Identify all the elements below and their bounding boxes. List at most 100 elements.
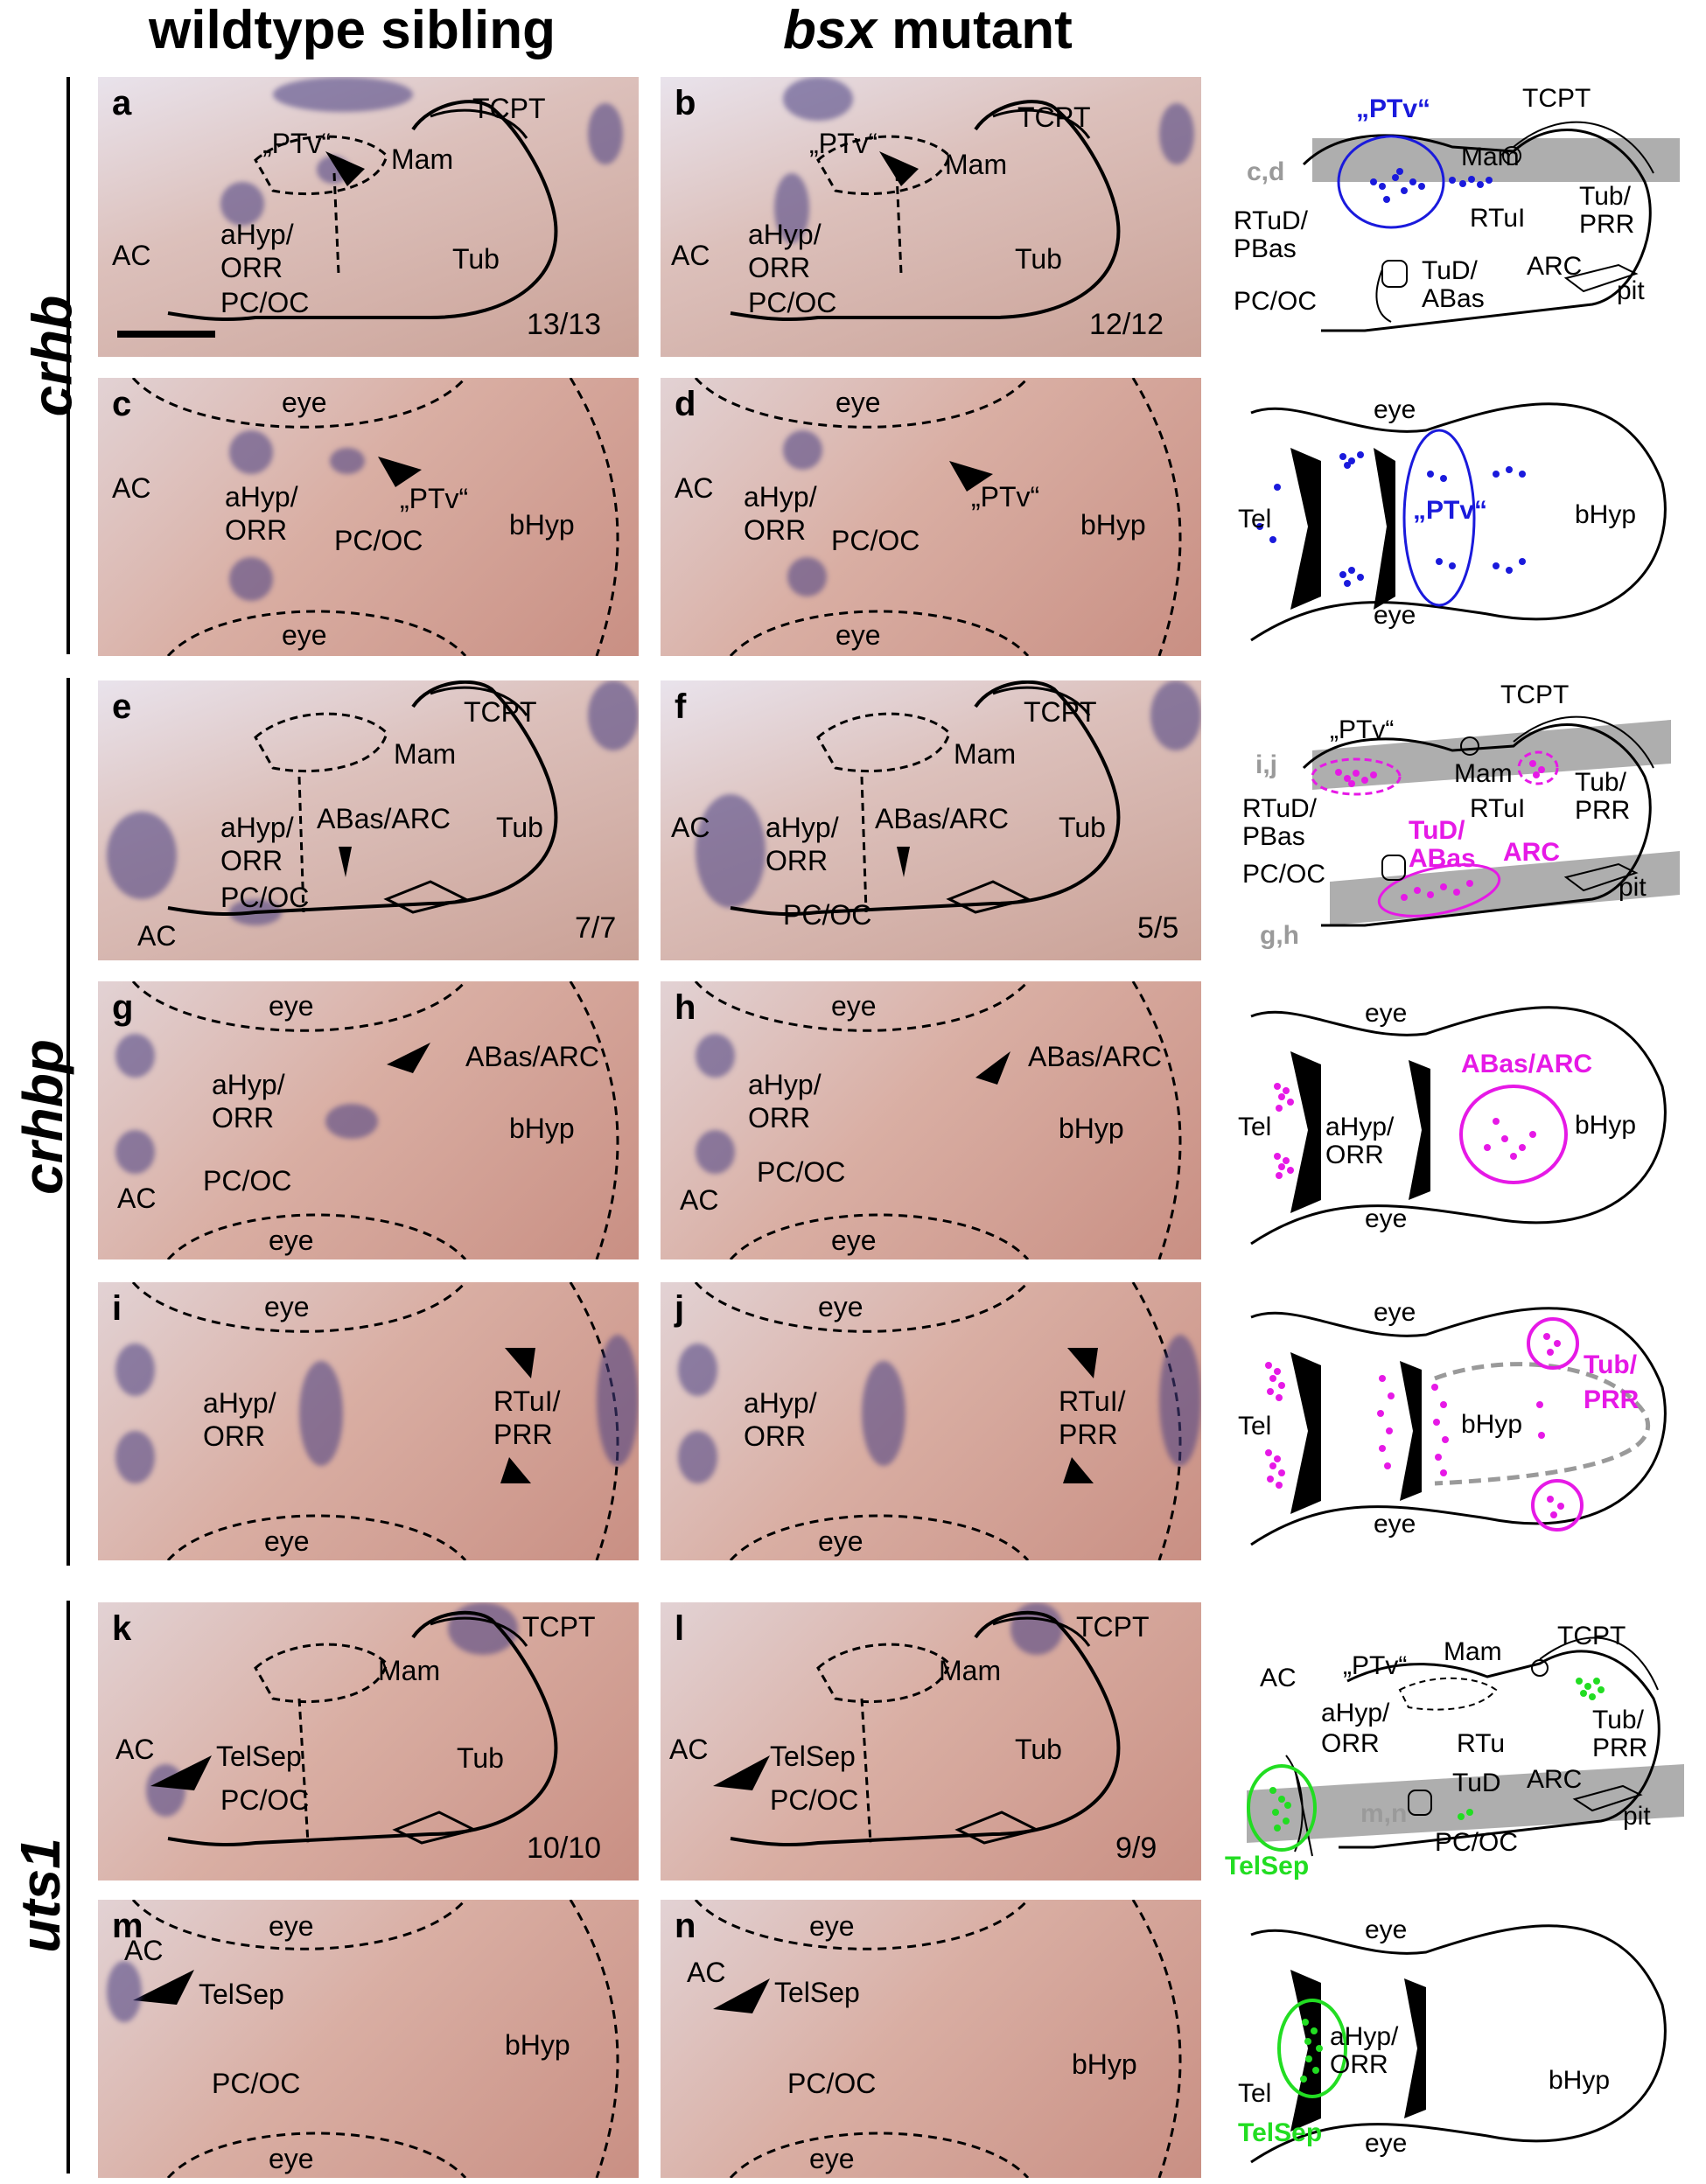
stain-spot <box>1010 1602 1063 1655</box>
panel-letter: d <box>675 385 696 423</box>
stain-spot <box>678 1431 717 1483</box>
label-tud: TuD <box>1452 1769 1501 1797</box>
panel-l: l TCPT Mam AC TelSep Tub PC/OC 9/9 <box>661 1602 1201 1880</box>
label-ac: AC <box>671 812 710 843</box>
label-abasarc: ABas/ARC <box>1461 1050 1593 1078</box>
label-ac: AC <box>669 1734 709 1765</box>
label-bhyp: bHyp <box>505 2029 570 2061</box>
eye-outlines <box>131 1900 619 2178</box>
panel-a: a „PTv“ TCPT Mam AC aHyp/ ORR Tub PC/OC … <box>98 77 639 357</box>
label-eye-bottom: eye <box>1374 601 1416 630</box>
label-prr: PRR <box>1575 796 1631 825</box>
panel-k: k TCPT Mam AC TelSep Tub PC/OC 10/10 <box>98 1602 639 1880</box>
label-ahyp: aHyp/ <box>766 812 839 843</box>
eye-outlines <box>131 1282 619 1560</box>
eye-outlines <box>694 981 1182 1259</box>
label-orr: ORR <box>766 845 829 876</box>
label-pcoc: PC/OC <box>783 899 872 931</box>
label-bhyp: bHyp <box>1072 2048 1137 2080</box>
group-bar-uts1 <box>66 1601 70 2174</box>
label-ac: AC <box>675 472 714 504</box>
label-tub: Tub <box>1015 1734 1062 1765</box>
label-ahyp: aHyp/ <box>220 219 294 250</box>
label-ac: AC <box>680 1184 719 1216</box>
label-telsep: TelSep <box>774 1977 860 2008</box>
label-orr: ORR <box>203 1420 266 1452</box>
label-eye-bottom: eye <box>818 1525 863 1557</box>
schematic-lateral-crhb: „PTv“ TCPT c,d Mam RTuD/ PBas RTuI Tub/ … <box>1225 77 1697 357</box>
label-ac: AC <box>115 1734 155 1765</box>
scale-bar <box>117 331 215 338</box>
label-eye-bottom: eye <box>264 1525 310 1557</box>
stain-spot <box>1150 680 1201 750</box>
label-tcpt: TCPT <box>464 696 537 728</box>
label-bhyp: bHyp <box>1059 1113 1124 1144</box>
label-eye-top: eye <box>269 990 314 1022</box>
schematic-drawing <box>1250 402 1667 642</box>
label-orr: ORR <box>748 1102 811 1134</box>
panel-g: g eye eye aHyp/ ORR ABas/ARC bHyp AC PC/… <box>98 981 639 1259</box>
label-eye-top: eye <box>269 1910 314 1942</box>
label-rtul: RTuI/ <box>493 1385 561 1417</box>
panel-letter: i <box>112 1289 122 1328</box>
label-tub: Tub <box>1015 243 1062 275</box>
label-telsep: TelSep <box>199 1978 284 2010</box>
label-ac: AC <box>687 1957 726 1988</box>
label-tub: Tub <box>457 1742 504 1774</box>
label-tub: Tub <box>1059 812 1106 843</box>
label-pit: pit <box>1623 1802 1651 1831</box>
label-pcoc: PC/OC <box>220 882 310 913</box>
label-eye-top: eye <box>264 1291 310 1322</box>
label-pcoc: PC/OC <box>212 2068 301 2099</box>
schematic-drawing <box>1247 1636 1684 1857</box>
label-abas: ABas/ARC <box>317 803 451 834</box>
label-ahyp: aHyp/ <box>1321 1699 1390 1727</box>
label-eye-top: eye <box>1374 1298 1416 1327</box>
label-rtu: RTu <box>1457 1729 1506 1758</box>
label-section-plane: c,d <box>1247 157 1285 186</box>
label-eye-bottom: eye <box>269 1225 314 1256</box>
label-pcoc: PC/OC <box>1435 1828 1519 1857</box>
header-mutant-gene: bsx <box>783 0 877 60</box>
label-ahyp: aHyp/ <box>748 1069 822 1100</box>
stain-spot <box>862 1361 905 1466</box>
panel-c: c eye eye AC aHyp/ ORR „PTv“ PC/OC bHyp <box>98 378 639 656</box>
stain-spot <box>115 1034 155 1078</box>
stain-spot <box>678 1343 717 1396</box>
header-mutant: bsx mutant <box>783 0 1073 61</box>
count-fraction: 9/9 <box>1115 1832 1157 1865</box>
label-tel: Tel <box>1238 1113 1272 1141</box>
label-tub: Tub <box>496 812 543 843</box>
label-tel: Tel <box>1238 1412 1272 1441</box>
stain-spot <box>229 557 273 601</box>
label-pcoc: PC/OC <box>1242 860 1326 889</box>
outline-lateral <box>150 1610 558 1847</box>
count-fraction: 12/12 <box>1089 308 1164 341</box>
label-eye-bottom: eye <box>836 619 881 651</box>
label-pit: pit <box>1619 873 1647 902</box>
schematic-drawing <box>1250 1006 1667 1246</box>
label-ahyp: aHyp/ <box>1330 2022 1399 2051</box>
label-orr: ORR <box>748 252 811 283</box>
panel-h: h eye eye aHyp/ ORR ABas/ARC bHyp AC PC/… <box>661 981 1201 1259</box>
label-rtud: RTuD/ <box>1234 206 1309 235</box>
label-prr: PRR <box>1584 1385 1640 1414</box>
label-arc: ARC <box>1527 252 1583 281</box>
label-tub: Tub/ <box>1579 182 1631 211</box>
label-abas: ABas <box>1422 284 1485 313</box>
label-rtul: RTuI <box>1470 204 1526 233</box>
label-pbas: PBas <box>1242 822 1305 851</box>
label-eye-top: eye <box>1365 999 1408 1028</box>
label-mam: Mam <box>394 738 457 770</box>
label-orr: ORR <box>1321 1729 1380 1758</box>
label-pcoc: PC/OC <box>787 2068 877 2099</box>
label-section-plane: g,h <box>1260 921 1299 950</box>
panel-letter: h <box>675 988 696 1027</box>
label-tcpt: TCPT <box>1522 84 1591 113</box>
stain-spot <box>787 557 827 597</box>
schematic-lateral-crhbp: „PTv“ TCPT i,j Mam Tub/ PRR RTuD/ PBas R… <box>1225 680 1697 960</box>
label-ptv: „PTv“ <box>1356 94 1431 123</box>
label-ahyp: aHyp/ <box>744 481 817 513</box>
label-ahyp: aHyp/ <box>748 219 822 250</box>
label-eye-bottom: eye <box>1365 1204 1408 1233</box>
